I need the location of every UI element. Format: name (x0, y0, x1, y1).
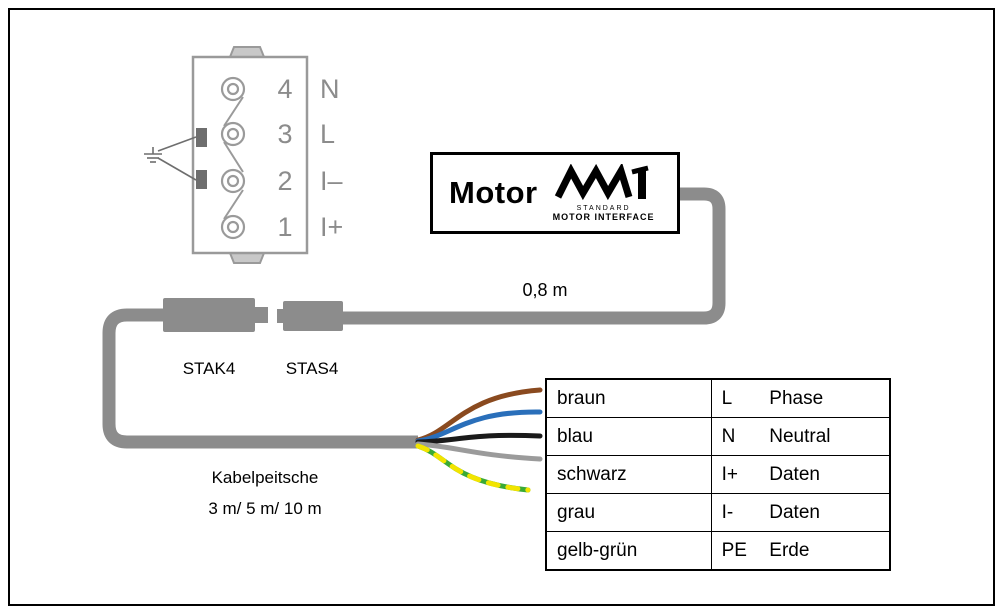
wire-meaning-cell: Erde (759, 531, 890, 571)
cable-plug-to-whip (102, 308, 418, 449)
pin-signal-n: N (320, 74, 340, 104)
plug-stak4 (163, 298, 255, 332)
wire-code-cell: N (711, 417, 760, 456)
smi-logo-caption-standard: STANDARD (576, 205, 631, 212)
pin-number-3: 3 (277, 119, 293, 149)
connector-top-tab (228, 46, 266, 58)
wire-code-cell: PE (711, 531, 760, 571)
smi-logo: STANDARD MOTOR INTERFACE (552, 164, 656, 222)
earth-contact-lower (196, 170, 207, 189)
wire-meaning-cell: Neutral (759, 417, 890, 456)
plug-stas4-notch (277, 309, 287, 323)
wire-color-table: braun L Phase blau N Neutral schwarz I+ … (545, 378, 891, 571)
pin-signal-iplus: I+ (320, 212, 344, 242)
ground-symbol (144, 136, 197, 181)
pin-number-4: 4 (277, 74, 293, 104)
wire-code-cell: I+ (711, 455, 760, 494)
wire-code-cell: L (711, 378, 760, 418)
wire-color-cell: blau (546, 417, 712, 456)
wire-blue (415, 409, 543, 444)
wire-meaning-cell: Phase (759, 378, 890, 418)
pin-number-1: 1 (277, 212, 293, 242)
pin-1-inner (226, 220, 240, 234)
wire-fanout (415, 387, 543, 493)
wire-color-cell: schwarz (546, 455, 712, 494)
cable-length-label: 0,8 m (522, 280, 568, 300)
connector-diagram (144, 46, 309, 264)
whip-label-line2: 3 m/ 5 m/ 10 m (208, 499, 322, 518)
wire-code-cell: I- (711, 493, 760, 532)
pin-2-inner (226, 174, 240, 188)
smi-logo-icon (554, 164, 649, 201)
whip-label-line1: Kabelpeitsche (211, 468, 319, 487)
wire-black (415, 432, 543, 445)
pin-3-inner (226, 127, 240, 141)
connector-contact-zigzag (223, 96, 244, 220)
outer-frame (8, 8, 995, 606)
plug-stak4-nub (255, 307, 268, 323)
earth-contact-upper (196, 128, 207, 147)
wire-yellow-dashes (415, 443, 531, 493)
plug-stas4 (283, 301, 343, 331)
connector-bottom-tab (228, 252, 266, 264)
wire-color-cell: grau (546, 493, 712, 532)
wire-gray (415, 441, 543, 462)
stas4-label: STAS4 (285, 359, 339, 378)
wire-meaning-cell: Daten (759, 493, 890, 532)
motor-label: Motor (449, 175, 538, 210)
table-row: gelb-grün PE Erde (546, 531, 890, 571)
table-row: schwarz I+ Daten (546, 455, 890, 494)
pin-number-2: 2 (277, 166, 293, 196)
stak4-label: STAK4 (182, 359, 236, 378)
table-row: braun L Phase (546, 378, 890, 418)
wire-color-table-container: braun L Phase blau N Neutral schwarz I+ … (545, 378, 891, 571)
wire-color-cell: braun (546, 378, 712, 418)
table-row: blau N Neutral (546, 417, 890, 456)
wire-color-cell: gelb-grün (546, 531, 712, 571)
wire-brown (415, 387, 543, 443)
connector-body (191, 55, 309, 255)
wire-meaning-cell: Daten (759, 455, 890, 494)
pin-signal-iminus: I– (320, 166, 343, 196)
plug-pair (163, 298, 343, 332)
motor-box: Motor STANDARD MOTOR INTERFACE (430, 152, 680, 234)
cable-motor-to-plug (342, 187, 726, 325)
table-row: grau I- Daten (546, 493, 890, 532)
connector-pins (220, 76, 246, 240)
pin-signal-l: L (320, 119, 336, 149)
pin-4-inner (226, 82, 240, 96)
smi-logo-caption-interface: MOTOR INTERFACE (552, 212, 655, 222)
